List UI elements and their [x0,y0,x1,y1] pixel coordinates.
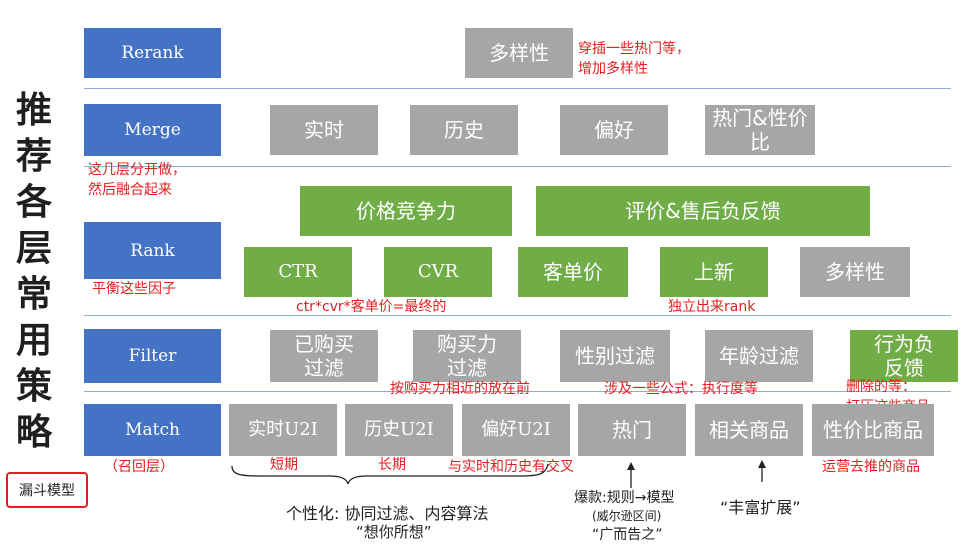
divider-rank-filter [84,315,951,316]
match-realtime-u2i-box: 实时U2I [229,404,337,456]
rank-note-balance: 平衡这些因子 [92,281,176,297]
layer-rerank: Rerank [84,28,221,78]
filter-gender-box: 性别过滤 [560,330,670,382]
hot-arrow-head [627,462,635,470]
merge-realtime-box: 实时 [270,105,378,155]
match-note-long: 长期 [378,457,406,473]
layer-match: Match [84,404,221,456]
hot-items-label: 爆款:规则→模型 [574,490,675,506]
personalization-brace [231,463,549,485]
merge-note-line1: 这几层分开做， [88,162,186,178]
layer-merge: Merge [84,104,221,156]
rank-cvr-box: CVR [384,247,492,297]
filter-negative-feedback-box: 行为负反馈 [850,330,958,382]
match-note-overlap: 与实时和历史有交叉 [448,459,574,475]
layer-rank: Rank [84,222,221,279]
rerank-diversity-box: 多样性 [465,28,573,78]
page-title: 推荐各层常用策略 [15,90,52,453]
rank-price-competitiveness-box: 价格竞争力 [300,186,512,236]
filter-note-delete-line1: 删除的等： [846,379,916,395]
divider-filter-match [84,391,951,392]
hot-items-slogan: “广而告之” [592,527,663,543]
rank-note-formula: ctr*cvr*客单价=最终的 [296,299,447,315]
match-sublabel: （召回层） [104,459,174,475]
hot-items-wilson: (威尔逊区间) [592,509,662,523]
match-note-ops: 运营去推的商品 [822,459,920,475]
filter-purchasing-power-box: 购买力过滤 [413,330,521,382]
merge-note-line2: 然后融合起来 [88,182,172,198]
divider-merge-rank [84,166,951,167]
layer-filter: Filter [84,329,221,383]
merge-hot-value-box: 热门&性价比 [705,105,815,155]
rerank-note-line2: 增加多样性 [578,61,648,77]
rank-order-value-box: 客单价 [518,247,628,297]
funnel-model-label: 漏斗模型 [6,472,88,508]
rank-new-arrival-box: 上新 [660,247,768,297]
personalization-label: 个性化: 协同过滤、内容算法 [286,504,489,523]
merge-history-box: 历史 [410,105,518,155]
filter-note-formula: 涉及一些公式：执行度等 [604,381,758,397]
filter-age-box: 年龄过滤 [705,330,813,382]
rank-ctr-box: CTR [244,247,352,297]
personalization-slogan: “想你所想” [356,523,432,541]
divider-rerank-merge [84,88,951,89]
rank-diversity-box: 多样性 [800,247,910,297]
related-arrow-head [758,460,766,468]
match-history-u2i-box: 历史U2I [345,404,453,456]
match-value-box: 性价比商品 [812,404,934,456]
filter-note-purchasing: 按购买力相近的放在前 [390,381,530,397]
related-slogan: “丰富扩展” [720,498,801,517]
match-preference-u2i-box: 偏好U2I [462,404,570,456]
match-hot-box: 热门 [578,404,686,456]
rank-review-feedback-box: 评价&售后负反馈 [536,186,870,236]
filter-purchased-box: 已购买过滤 [270,330,378,382]
rerank-note-line1: 穿插一些热门等， [578,41,690,57]
rank-note-independent: 独立出来rank [668,299,756,315]
merge-preference-box: 偏好 [560,105,668,155]
match-related-box: 相关商品 [695,404,803,456]
match-note-short: 短期 [270,457,298,473]
